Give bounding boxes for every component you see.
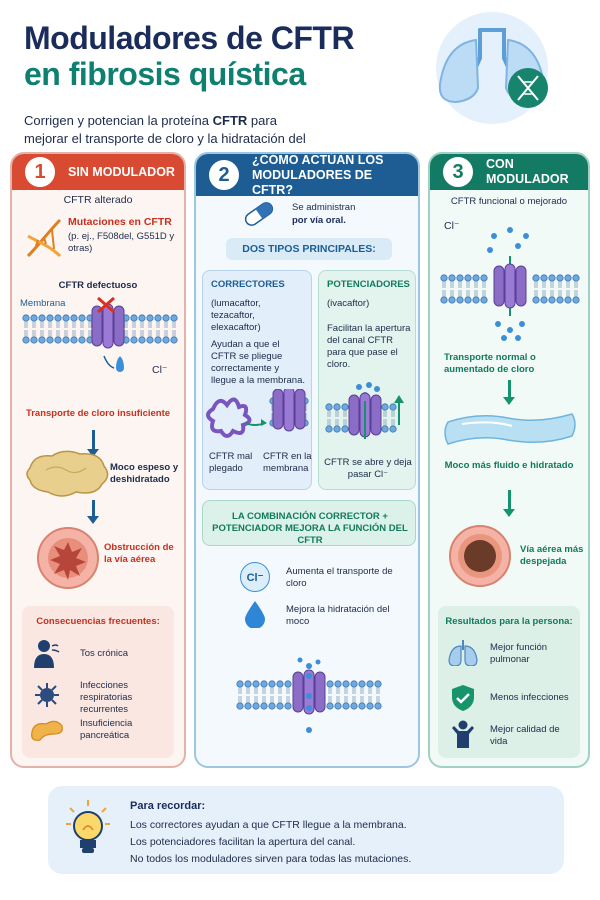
fluid-mucus-label: Moco más fluido e hidratado — [444, 460, 574, 471]
step-number-1: 1 — [22, 154, 58, 190]
potentiators-description: Facilitan la apertura del canal CFTR par… — [327, 323, 411, 370]
arrow-down-4 — [508, 490, 511, 512]
defective-cftr-label: CFTR defectuoso — [58, 280, 138, 291]
remember-line-2: Los potenciadores facilitan la apertura … — [130, 836, 356, 848]
column1-title: SIN MODULADOR — [68, 164, 175, 179]
column2-header: 2 ¿CÓMO ACTÚAN LOS MODULADORES DE CFTR? — [196, 152, 418, 197]
arrow-down-3 — [508, 380, 511, 400]
results-title: Resultados para la persona: — [445, 616, 573, 627]
results-panel: Resultados para la persona: Mejor funció… — [438, 606, 580, 758]
mutations-title: Mutaciones en CFTR — [68, 216, 172, 228]
combination-text: LA COMBINACIÓN CORRECTOR + POTENCIADOR M… — [212, 511, 408, 546]
consequence-1: Tos crónica — [80, 648, 129, 659]
subtitle-text: Corrigen y potencian la proteína — [24, 113, 213, 128]
potentiator-diagram — [325, 382, 404, 439]
benefit-chloride: Aumenta el transporte de cloro — [286, 566, 393, 589]
consequences-title: Consecuencias frecuentes: — [36, 616, 160, 627]
remember-line-1: Los correctores ayudan a que CFTR llegue… — [130, 819, 407, 831]
in-membrane-label: CFTR en la membrana — [263, 451, 312, 474]
correctors-description: Ayudan a que el CFTR se pliegue correcta… — [211, 339, 305, 386]
chloride-badge: Cl⁻ — [240, 562, 270, 592]
column1-header: 1 SIN MODULADOR — [12, 154, 184, 190]
page-title-line2: en fibrosis quística — [24, 56, 306, 92]
transport-normal-label: Transporte normal o aumentado de cloro — [444, 352, 536, 375]
result-1: Mejor función pulmonar — [490, 642, 548, 665]
remember-title: Para recordar: — [130, 800, 206, 812]
pancreas-icon — [31, 720, 63, 741]
column-with-modulator: 3 CON MODULADOR CFTR funcional o mejorad… — [428, 152, 590, 768]
functional-channel-diagram — [440, 227, 580, 341]
arrow-head-3 — [503, 397, 515, 405]
membrane-label: Membrana — [20, 298, 66, 309]
clear-airway-image — [449, 525, 511, 587]
correctors-panel: CORRECTORES (lumacaftor, tezacaftor, ele… — [202, 270, 312, 490]
combined-channel-diagram — [236, 657, 382, 733]
clear-airway-label: Vía aérea más despejada — [520, 544, 584, 567]
cftr-functional-label: CFTR funcional o mejorado — [450, 196, 568, 207]
arrow-down-2 — [92, 500, 95, 520]
consequence-2: Infecciones respiratorias recurrentes — [80, 680, 133, 715]
cough-icon — [34, 640, 60, 668]
chloride-label: Cl⁻ — [152, 364, 168, 376]
opens-label: CFTR se abre y deja pasar Cl⁻ — [324, 457, 412, 480]
two-types-banner: DOS TIPOS PRINCIPALES: — [226, 238, 392, 260]
column2-title: ¿CÓMO ACTÚAN LOS MODULADORES DE CFTR? — [252, 152, 384, 197]
administration-text: Se administran — [292, 202, 356, 213]
consequence-3: Insuficiencia pancreática — [80, 718, 133, 741]
potentiators-title: POTENCIADORES — [327, 279, 410, 290]
column3-title: CON MODULADOR — [486, 157, 569, 186]
fluid-mucus-image — [444, 413, 576, 445]
transport-insufficient-label: Transporte de cloro insuficiente — [25, 408, 171, 419]
water-drop-icon — [245, 601, 265, 628]
benefit-mucus: Mejora la hidratación del moco — [286, 604, 390, 627]
lightbulb-icon — [66, 800, 110, 853]
lungs-dna-illustration — [436, 12, 548, 124]
page-subtitle: Corrigen y potencian la proteína CFTR pa… — [24, 112, 314, 166]
step-number-2: 2 — [206, 157, 242, 193]
subtitle-bold: CFTR — [212, 113, 248, 128]
consequences-panel: Consecuencias frecuentes: Tos crónica In… — [22, 606, 174, 758]
correctors-title: CORRECTORES — [211, 279, 285, 290]
defective-channel-diagram — [22, 296, 178, 372]
virus-icon — [35, 683, 59, 707]
correctors-examples: (lumacaftor, tezacaftor, elexacaftor) — [211, 298, 261, 333]
dna-icon — [26, 218, 62, 258]
combination-banner: LA COMBINACIÓN CORRECTOR + POTENCIADOR M… — [202, 500, 416, 546]
shield-check-icon — [452, 685, 474, 711]
header: Moduladores de CFTR en fibrosis quística… — [24, 20, 404, 166]
administration-bold: por vía oral. — [292, 215, 346, 226]
result-3: Mejor calidad de vida — [490, 724, 560, 747]
potentiators-examples: (ivacaftor) — [327, 298, 370, 309]
obstructed-airway-image — [37, 527, 99, 589]
result-2: Menos infecciones — [490, 692, 569, 703]
step-number-3: 3 — [440, 154, 476, 190]
pill-icon — [244, 202, 274, 226]
potentiators-panel: POTENCIADORES (ivacaftor) Facilitan la a… — [318, 270, 416, 490]
chloride-label-3: Cl⁻ — [444, 220, 460, 232]
mutations-detail: (p. ej., F508del, G551D y otras) — [68, 231, 175, 254]
arrow-head-4 — [503, 509, 515, 517]
thick-mucus-label: Moco espeso y deshidratado — [110, 462, 179, 485]
lungs-icon — [448, 640, 478, 666]
thick-mucus-image — [26, 450, 109, 497]
misfolded-label: CFTR mal plegado — [209, 451, 253, 474]
obstruction-label: Obstrucción de la vía aérea — [104, 542, 174, 565]
column3-header: 3 CON MODULADOR — [430, 154, 588, 190]
remember-box: Para recordar: Los correctores ayudan a … — [48, 786, 564, 874]
page-title-line1: Moduladores de CFTR — [24, 20, 355, 56]
column-without-modulator: 1 SIN MODULADOR CFTR alterado Mutaciones… — [10, 152, 186, 768]
person-icon — [452, 720, 474, 748]
corrector-diagram — [206, 389, 309, 438]
arrow-head — [87, 449, 99, 457]
column-how-modulators-work: 2 ¿CÓMO ACTÚAN LOS MODULADORES DE CFTR? … — [194, 152, 420, 768]
cftr-altered-label: CFTR alterado — [63, 194, 133, 206]
arrow-down — [92, 430, 95, 452]
remember-line-3: No todos los moduladores sirven para tod… — [130, 853, 412, 865]
arrow-head-2 — [87, 516, 99, 524]
